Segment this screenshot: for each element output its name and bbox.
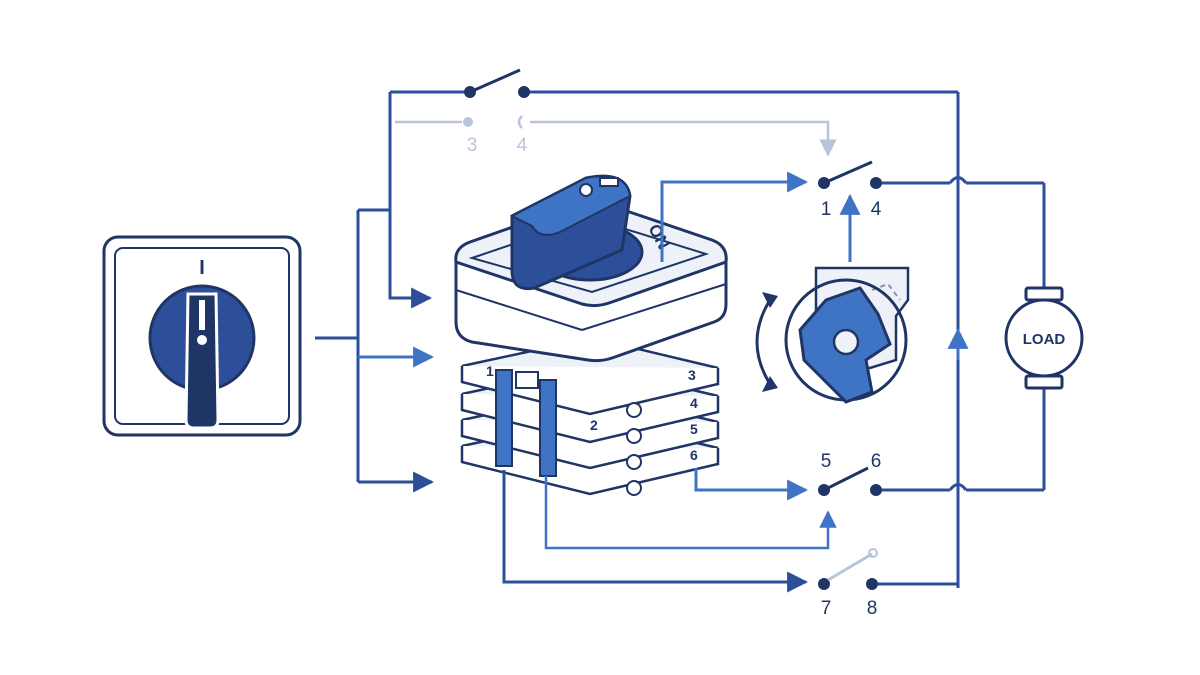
deck-number-4: 4	[690, 395, 698, 411]
deck-number-3: 3	[688, 367, 696, 383]
contact-5-6: 5 6	[818, 451, 882, 496]
cam-mechanism	[755, 193, 910, 404]
top-switch-blade	[469, 68, 521, 94]
switch-front-plate: I	[102, 235, 302, 437]
load-circuit	[882, 176, 1046, 492]
contact-3-label: 3	[467, 135, 478, 156]
top-switch-terminal-left	[464, 86, 476, 98]
cam-hub	[832, 328, 860, 356]
contact-7-8: 7 8	[818, 548, 958, 619]
top-switch-terminal-right	[518, 86, 530, 98]
contact-4-label-faint: 4	[517, 135, 528, 156]
contact-3-4: 3 4	[395, 115, 837, 157]
contact-1-4: 1 4	[818, 160, 882, 220]
contact-6-label: 6	[871, 451, 882, 472]
arrow-to-contact-7-8	[502, 470, 809, 593]
contact-5-label: 5	[821, 451, 832, 472]
rotation-arrow	[755, 299, 772, 385]
deck-number-6: 6	[690, 447, 698, 463]
arrow-in-top	[388, 92, 433, 309]
arrow-to-contact-5-6	[694, 468, 809, 501]
deck-number-2: 2	[590, 417, 598, 433]
handle-pivot	[197, 335, 207, 345]
load-label: LOAD	[1023, 331, 1066, 348]
selector-handle[interactable]	[184, 292, 220, 430]
output-wiring	[502, 171, 837, 593]
load-motor: LOAD	[1004, 286, 1084, 390]
deck-number-5: 5	[690, 421, 698, 437]
handle-indicator	[199, 300, 205, 330]
arrow-up-contact-5-6	[544, 476, 837, 550]
rotary-switch-body: 1 2 3 4 5 6 ON	[454, 174, 728, 496]
arrow-to-contact-1-4	[660, 171, 809, 262]
deck-number-1: 1	[486, 363, 494, 379]
contact-7-label: 7	[821, 598, 832, 619]
contact-4-label: 4	[871, 199, 882, 220]
input-wiring	[315, 92, 435, 493]
position-mark: I	[199, 257, 205, 279]
contact-1-label: 1	[821, 199, 832, 220]
contact-8-label: 8	[867, 598, 878, 619]
